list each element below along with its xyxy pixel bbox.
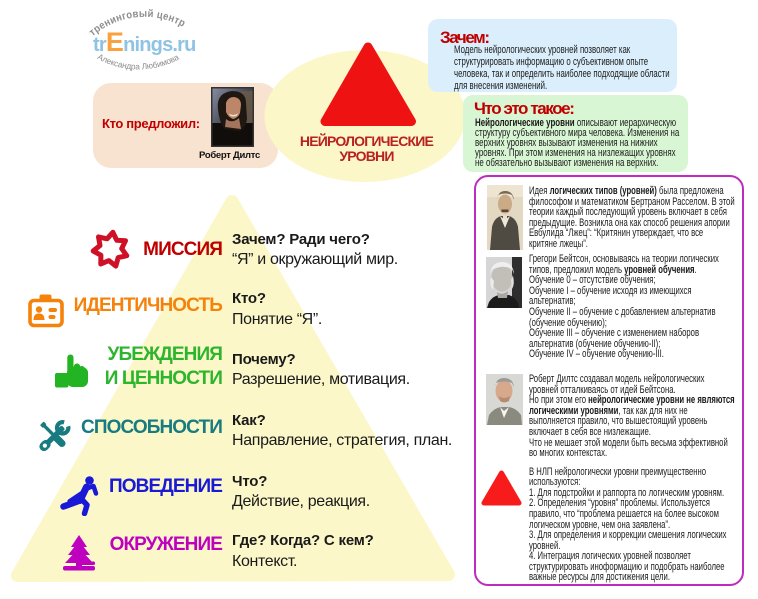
svg-text:trEnings.ru: trEnings.ru bbox=[93, 27, 196, 57]
